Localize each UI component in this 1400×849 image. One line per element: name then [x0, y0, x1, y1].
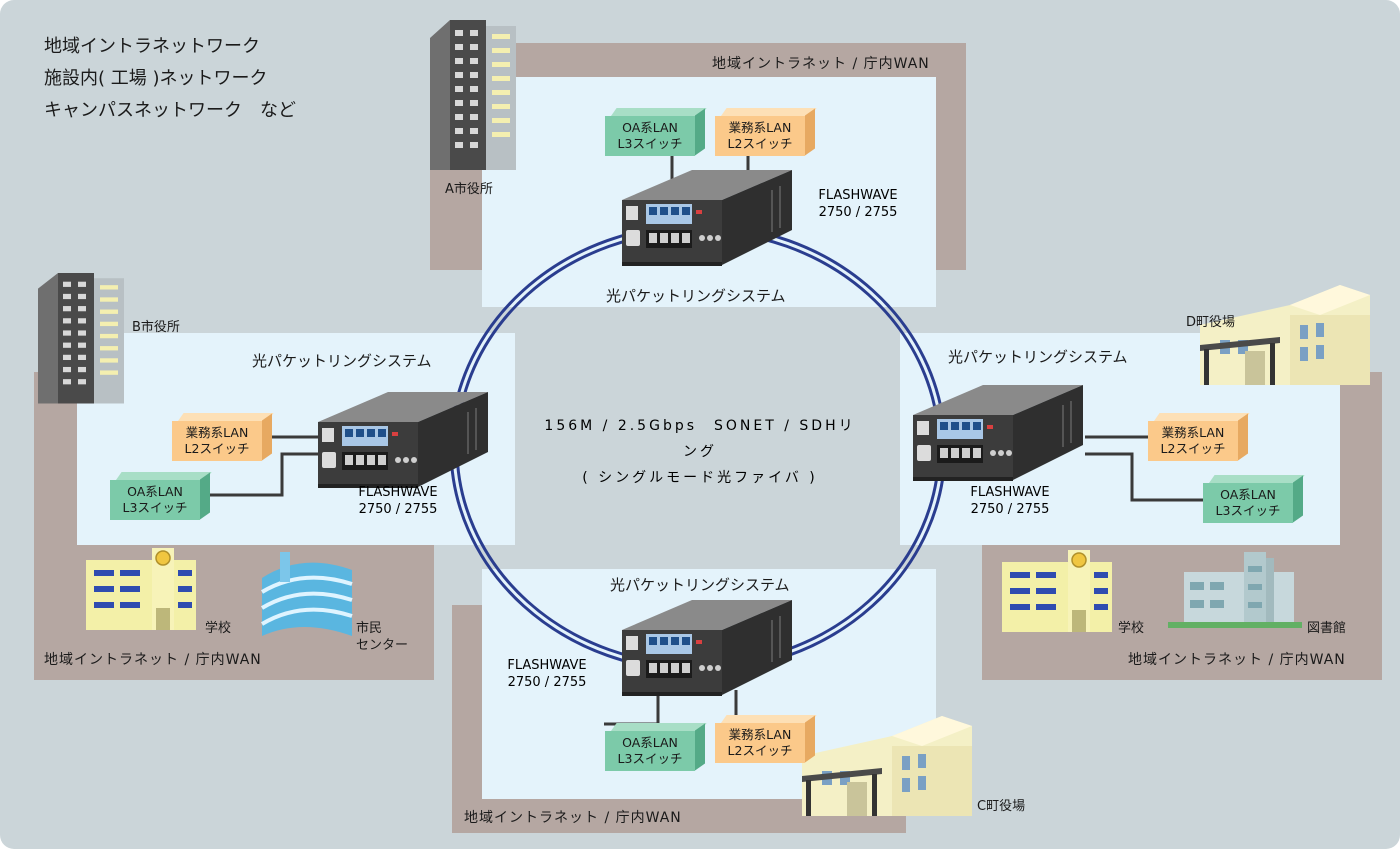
flashwave-label-left: FLASHWAVE 2750 / 2755 — [348, 484, 448, 518]
wan-label-right: 地域イントラネット / 庁内WAN — [1128, 652, 1346, 668]
flashwave-model: 2750 / 2755 — [970, 502, 1050, 517]
wan-label-bottom: 地域イントラネット / 庁内WAN — [464, 810, 682, 826]
ring-system-label-right: 光パケットリングシステム — [948, 348, 1128, 366]
c-town-hall-building — [802, 716, 972, 816]
school-building-right — [1001, 549, 1113, 633]
flashwave-model: 2750 / 2755 — [818, 205, 898, 220]
wan-label-top: 地域イントラネット / 庁内WAN — [712, 56, 930, 72]
flashwave-device-bottom — [621, 599, 793, 697]
c-town-hall-label: C町役場 — [977, 799, 1026, 814]
switch-name: 業務系LAN — [185, 425, 249, 440]
school-building-left — [85, 547, 197, 631]
switch-name: 業務系LAN — [728, 727, 792, 742]
ring-spec: 156M / 2.5Gbps SONET / SDHリング — [544, 418, 856, 460]
flashwave-name: FLASHWAVE — [970, 485, 1050, 500]
ring-system-label-top: 光パケットリングシステム — [606, 287, 786, 305]
ring-fiber: ( シングルモード光ファイバ ) — [582, 470, 818, 486]
switch-type: L2スイッチ — [727, 136, 793, 151]
switch-type: L3スイッチ — [1215, 503, 1281, 518]
library-building — [1168, 552, 1302, 628]
library-label: 図書館 — [1307, 621, 1347, 636]
school-left-label: 学校 — [205, 621, 232, 636]
header-line-3: キャンパスネットワーク など — [44, 100, 296, 121]
flashwave-label-right: FLASHWAVE 2750 / 2755 — [960, 484, 1060, 518]
switch-name: OA系LAN — [127, 484, 183, 499]
ring-system-label-left: 光パケットリングシステム — [252, 352, 432, 370]
flashwave-model: 2750 / 2755 — [358, 502, 438, 517]
a-city-hall-building — [430, 20, 516, 170]
school-right-label: 学校 — [1118, 621, 1145, 636]
flashwave-label-bottom: FLASHWAVE 2750 / 2755 — [497, 657, 597, 691]
switch-name: OA系LAN — [622, 120, 678, 135]
flashwave-device-left — [317, 391, 489, 489]
d-town-hall-label: D町役場 — [1186, 315, 1236, 330]
header-line-2: 施設内( 工場 )ネットワーク — [44, 68, 268, 89]
header-line-1: 地域イントラネットワーク — [44, 36, 260, 57]
flashwave-model: 2750 / 2755 — [507, 675, 587, 690]
switch-name: OA系LAN — [622, 735, 678, 750]
flashwave-name: FLASHWAVE — [358, 485, 438, 500]
flashwave-device-top — [621, 169, 793, 267]
b-city-hall-label: B市役所 — [132, 320, 180, 335]
wan-label-left: 地域イントラネット / 庁内WAN — [44, 652, 262, 668]
b-city-hall-building — [38, 273, 124, 404]
flashwave-label-top: FLASHWAVE 2750 / 2755 — [808, 187, 908, 221]
switch-type: L3スイッチ — [617, 136, 683, 151]
switch-type: L3スイッチ — [122, 500, 188, 515]
civic-center-building — [260, 552, 353, 636]
switch-type: L2スイッチ — [1160, 441, 1226, 456]
flashwave-name: FLASHWAVE — [818, 188, 898, 203]
switch-type: L2スイッチ — [727, 743, 793, 758]
d-town-hall-building — [1200, 285, 1370, 385]
switch-type: L2スイッチ — [184, 441, 250, 456]
switch-type: L3スイッチ — [617, 751, 683, 766]
switch-name: 業務系LAN — [1161, 425, 1225, 440]
ring-spec-block: 156M / 2.5Gbps SONET / SDHリング ( シングルモード光… — [540, 413, 860, 491]
civic-center-label: 市民 センター — [356, 621, 409, 653]
switch-name: OA系LAN — [1220, 487, 1276, 502]
ring-system-label-bottom: 光パケットリングシステム — [610, 576, 790, 594]
flashwave-name: FLASHWAVE — [507, 658, 587, 673]
switch-name: 業務系LAN — [728, 120, 792, 135]
a-city-hall-label: A市役所 — [445, 182, 493, 197]
